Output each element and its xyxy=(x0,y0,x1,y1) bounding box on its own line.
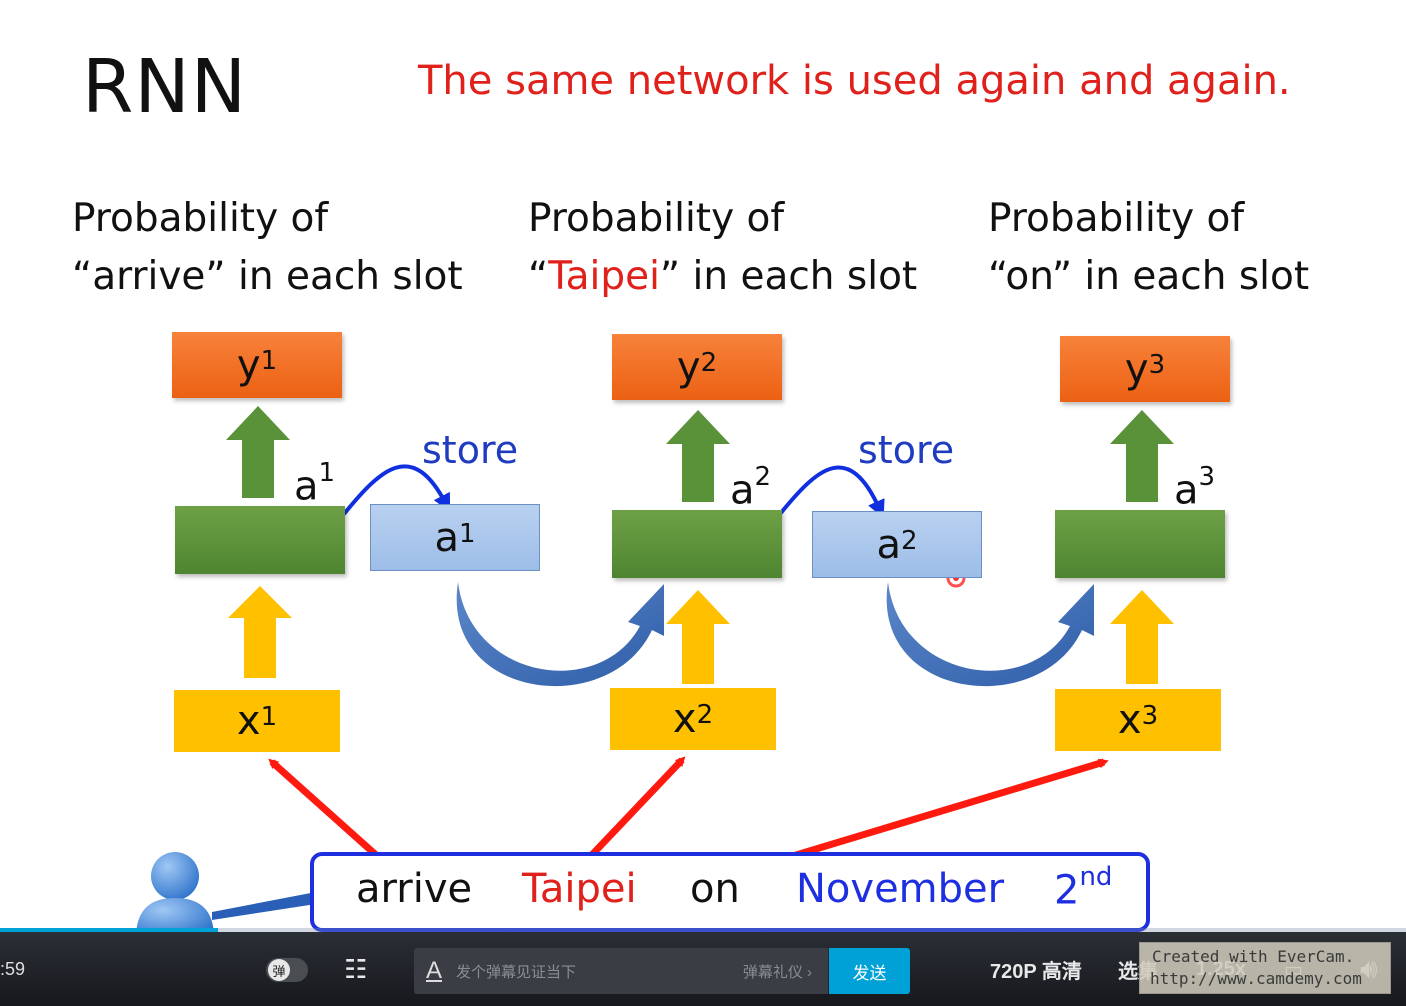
label-base: a xyxy=(1174,467,1199,514)
danmaku-input[interactable]: A 发个弹幕见证当下 弹幕礼仪 › xyxy=(414,948,828,994)
input-base: x xyxy=(1117,697,1142,743)
slide-title: RNN xyxy=(82,44,248,130)
evercam-watermark: Created with EverCam. http://www.camdemy… xyxy=(1139,942,1391,994)
hidden-box-2 xyxy=(612,510,782,578)
caption-line: Probability of xyxy=(988,196,1245,241)
caption-highlight: Taipei xyxy=(548,254,660,299)
hidden-label-2: a2 xyxy=(730,462,771,514)
hidden-label-3: a3 xyxy=(1174,462,1215,514)
progress-fill[interactable] xyxy=(0,928,218,932)
caption-text: “ xyxy=(528,254,549,299)
up-arrow-yellow-2 xyxy=(666,590,730,684)
progress-track[interactable] xyxy=(0,928,1406,932)
store-label-1: store xyxy=(422,428,519,472)
caption-line: “Taipei” in each slot xyxy=(528,248,917,306)
memory-feed-arrow-1 xyxy=(456,582,664,687)
store-label-2: store xyxy=(858,428,955,472)
caption-text: ” in each slot xyxy=(659,254,918,299)
hidden-box-3 xyxy=(1055,510,1225,578)
output-sup: 1 xyxy=(260,346,278,376)
danmaku-settings-icon[interactable]: ☷ xyxy=(344,953,368,984)
up-arrow-green-2 xyxy=(666,410,730,502)
store-arrow-2 xyxy=(778,465,885,519)
watermark-line: http://www.camdemy.com xyxy=(1150,969,1362,988)
danmaku-etiquette-link[interactable]: 弹幕礼仪 › xyxy=(742,963,812,981)
output-base: y xyxy=(236,342,261,388)
hidden-box-1 xyxy=(175,506,345,574)
caption-text: “on” in each slot xyxy=(988,254,1310,299)
up-arrow-green-3 xyxy=(1110,410,1174,502)
caption-taipei: Probability of “Taipei” in each slot xyxy=(528,190,917,306)
watermark-line: Created with EverCam. xyxy=(1152,947,1355,966)
memory-feed-arrow-2 xyxy=(886,582,1094,687)
up-arrow-yellow-1 xyxy=(228,586,292,678)
input-base: x xyxy=(672,696,697,742)
caption-line: “arrive” in each slot xyxy=(72,248,463,306)
caption-arrive: Probability of “arrive” in each slot xyxy=(72,190,463,306)
word-sup: nd xyxy=(1079,862,1113,892)
word-taipei: Taipei xyxy=(522,866,637,912)
label-sup: 2 xyxy=(754,462,772,492)
label-sup: 3 xyxy=(1198,462,1216,492)
word-base: 2 xyxy=(1054,867,1080,914)
danmaku-toggle[interactable]: 弹 xyxy=(266,958,308,982)
speaker-pointer xyxy=(212,892,316,920)
danmaku-toggle-knob: 弹 xyxy=(268,959,290,981)
danmaku-placeholder: 发个弹幕见证当下 xyxy=(456,963,577,981)
time-display: :59 xyxy=(0,958,26,979)
slide: RNN The same network is used again and a… xyxy=(72,44,1310,938)
output-sup: 3 xyxy=(1148,350,1166,380)
diagram-arrows xyxy=(212,406,1174,920)
word-on: on xyxy=(690,866,740,912)
input-base: x xyxy=(236,698,261,744)
send-button[interactable]: 发送 xyxy=(829,948,910,994)
sentence-bubble xyxy=(310,852,1150,932)
caption-on: Probability of “on” in each slot xyxy=(988,190,1309,306)
slide-headline: The same network is used again and again… xyxy=(418,58,1291,104)
input-sup: 1 xyxy=(260,702,278,732)
memory-base: a xyxy=(876,521,901,568)
output-sup: 2 xyxy=(700,348,718,378)
memory-sup: 2 xyxy=(900,525,918,556)
input-sup: 2 xyxy=(696,700,714,730)
up-arrow-green-1 xyxy=(226,406,290,498)
quality-selector[interactable]: 720P 高清 xyxy=(990,960,1082,983)
label-base: a xyxy=(730,467,755,514)
caption-text: “arrive” in each slot xyxy=(72,254,463,299)
up-arrow-yellow-3 xyxy=(1110,590,1174,684)
store-arrow-1 xyxy=(342,464,451,516)
caption-line: “on” in each slot xyxy=(988,248,1309,306)
memory-sup: 1 xyxy=(458,518,476,549)
word-arrive: arrive xyxy=(356,866,473,912)
hidden-label-1: a1 xyxy=(294,458,335,510)
label-base: a xyxy=(294,463,319,510)
caption-line: Probability of xyxy=(528,196,785,241)
word-november: November xyxy=(796,866,1005,912)
output-base: y xyxy=(676,344,701,390)
input-sup: 3 xyxy=(1141,701,1159,731)
word-2nd: 2nd xyxy=(1054,862,1112,914)
output-base: y xyxy=(1124,346,1149,392)
caption-line: Probability of xyxy=(72,196,329,241)
person-icon xyxy=(136,852,214,938)
label-sup: 1 xyxy=(318,458,336,488)
text-style-icon[interactable]: A xyxy=(426,957,443,984)
memory-base: a xyxy=(434,514,459,561)
